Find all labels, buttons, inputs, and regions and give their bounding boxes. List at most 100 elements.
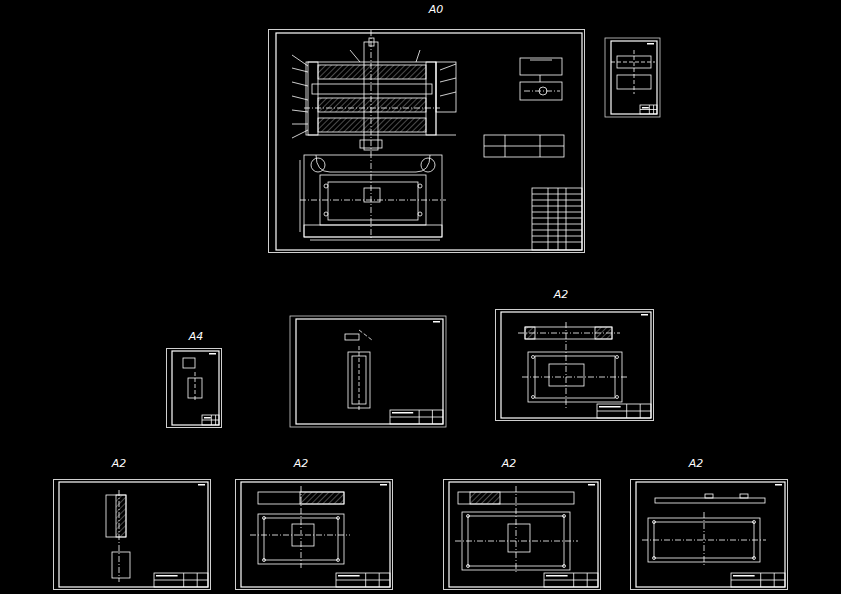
hole xyxy=(418,212,422,216)
title-block xyxy=(390,321,443,424)
sheet-size-label: A2 xyxy=(554,289,569,301)
sheet-frame xyxy=(172,351,219,425)
drawing-line xyxy=(292,110,308,112)
drawing-line xyxy=(292,55,308,66)
part-outline xyxy=(300,492,344,504)
drawing-line xyxy=(292,96,308,100)
hole xyxy=(653,521,656,524)
drawing-line xyxy=(292,82,308,86)
drawing-sheet: A0 xyxy=(268,29,585,253)
part-outline xyxy=(345,334,359,340)
drawing-line xyxy=(195,372,196,402)
drawing-line xyxy=(532,194,582,195)
sheet-frame xyxy=(501,312,651,418)
sheet-frame xyxy=(611,41,657,114)
hole xyxy=(539,87,547,95)
drawing-line xyxy=(359,346,360,412)
title-block xyxy=(731,484,785,587)
sheet-frame xyxy=(59,482,208,587)
sheet-frame xyxy=(241,482,390,587)
part-outline xyxy=(328,182,418,220)
drawing-line xyxy=(440,64,456,70)
drawing-line xyxy=(371,152,372,240)
hole xyxy=(532,396,535,399)
drawing-sheet: A2 xyxy=(495,309,654,421)
drawing-line xyxy=(540,135,541,157)
drawing-line xyxy=(522,377,628,378)
sheet-size-label: A2 xyxy=(502,458,517,470)
sheet-size-label: A0 xyxy=(429,4,444,16)
hole xyxy=(563,515,566,518)
sheet-size-label: A2 xyxy=(112,458,127,470)
drawing-line xyxy=(304,108,440,109)
part-outline xyxy=(318,118,426,132)
drawing-line xyxy=(566,188,567,250)
drawing-line xyxy=(532,242,582,243)
drawing-sheet: A2 xyxy=(630,479,788,590)
drawing-line xyxy=(292,68,308,72)
drawing-line xyxy=(548,188,549,250)
drawing-sheet: A2 xyxy=(235,479,393,590)
hole xyxy=(467,515,470,518)
sheet-border xyxy=(290,316,446,427)
drawing-line xyxy=(292,124,308,125)
hole xyxy=(324,212,328,216)
drawing-line xyxy=(300,200,446,201)
drawing-line xyxy=(642,540,766,541)
drawing-line xyxy=(524,91,560,92)
drawing-line xyxy=(310,240,440,241)
part-outline xyxy=(484,135,564,157)
part-outline xyxy=(520,82,562,100)
hole xyxy=(616,356,619,359)
sheet-border xyxy=(605,38,660,117)
drawing-line xyxy=(505,135,506,157)
sheet-size-label: A4 xyxy=(189,331,204,343)
title-block xyxy=(202,353,219,425)
drawing-line xyxy=(440,92,456,96)
part-outline xyxy=(655,498,765,503)
hole xyxy=(418,184,422,188)
drawing-line xyxy=(611,62,655,63)
part-outline xyxy=(112,552,130,578)
hole xyxy=(616,396,619,399)
drawing-line xyxy=(416,50,420,62)
drawing-line xyxy=(634,50,635,94)
drawing-line xyxy=(532,218,582,219)
hole xyxy=(653,557,656,560)
part-outline xyxy=(308,62,318,135)
drawing-line xyxy=(566,322,567,408)
part-outline xyxy=(705,494,713,498)
part-outline xyxy=(183,358,195,368)
part-outline xyxy=(740,494,748,498)
hole xyxy=(337,559,340,562)
drawing-line xyxy=(532,200,582,201)
drawing-line xyxy=(532,224,582,225)
part-outline xyxy=(312,84,432,94)
drawing-line xyxy=(250,535,350,536)
drawing-line xyxy=(371,30,372,152)
title-block xyxy=(544,484,598,587)
title-block xyxy=(640,43,657,114)
hole xyxy=(337,517,340,520)
sheet-size-label: A2 xyxy=(294,458,309,470)
part-outline xyxy=(369,38,374,46)
drawing-sheet: A2 xyxy=(443,479,601,590)
hole xyxy=(324,184,328,188)
sheet-frame xyxy=(449,482,598,587)
part-outline xyxy=(520,58,562,75)
drawing-line xyxy=(532,230,582,231)
part-outline xyxy=(318,65,426,79)
drawing-line xyxy=(516,486,517,574)
drawing-line xyxy=(440,78,456,82)
title-block xyxy=(154,484,208,587)
part-outline xyxy=(436,62,456,112)
drawing-line xyxy=(300,160,301,232)
hole xyxy=(263,517,266,520)
hole xyxy=(753,521,756,524)
part-outline xyxy=(304,225,442,237)
part-outline xyxy=(304,155,442,237)
drawing-line xyxy=(532,206,582,207)
hole xyxy=(263,559,266,562)
drawing-line xyxy=(532,236,582,237)
